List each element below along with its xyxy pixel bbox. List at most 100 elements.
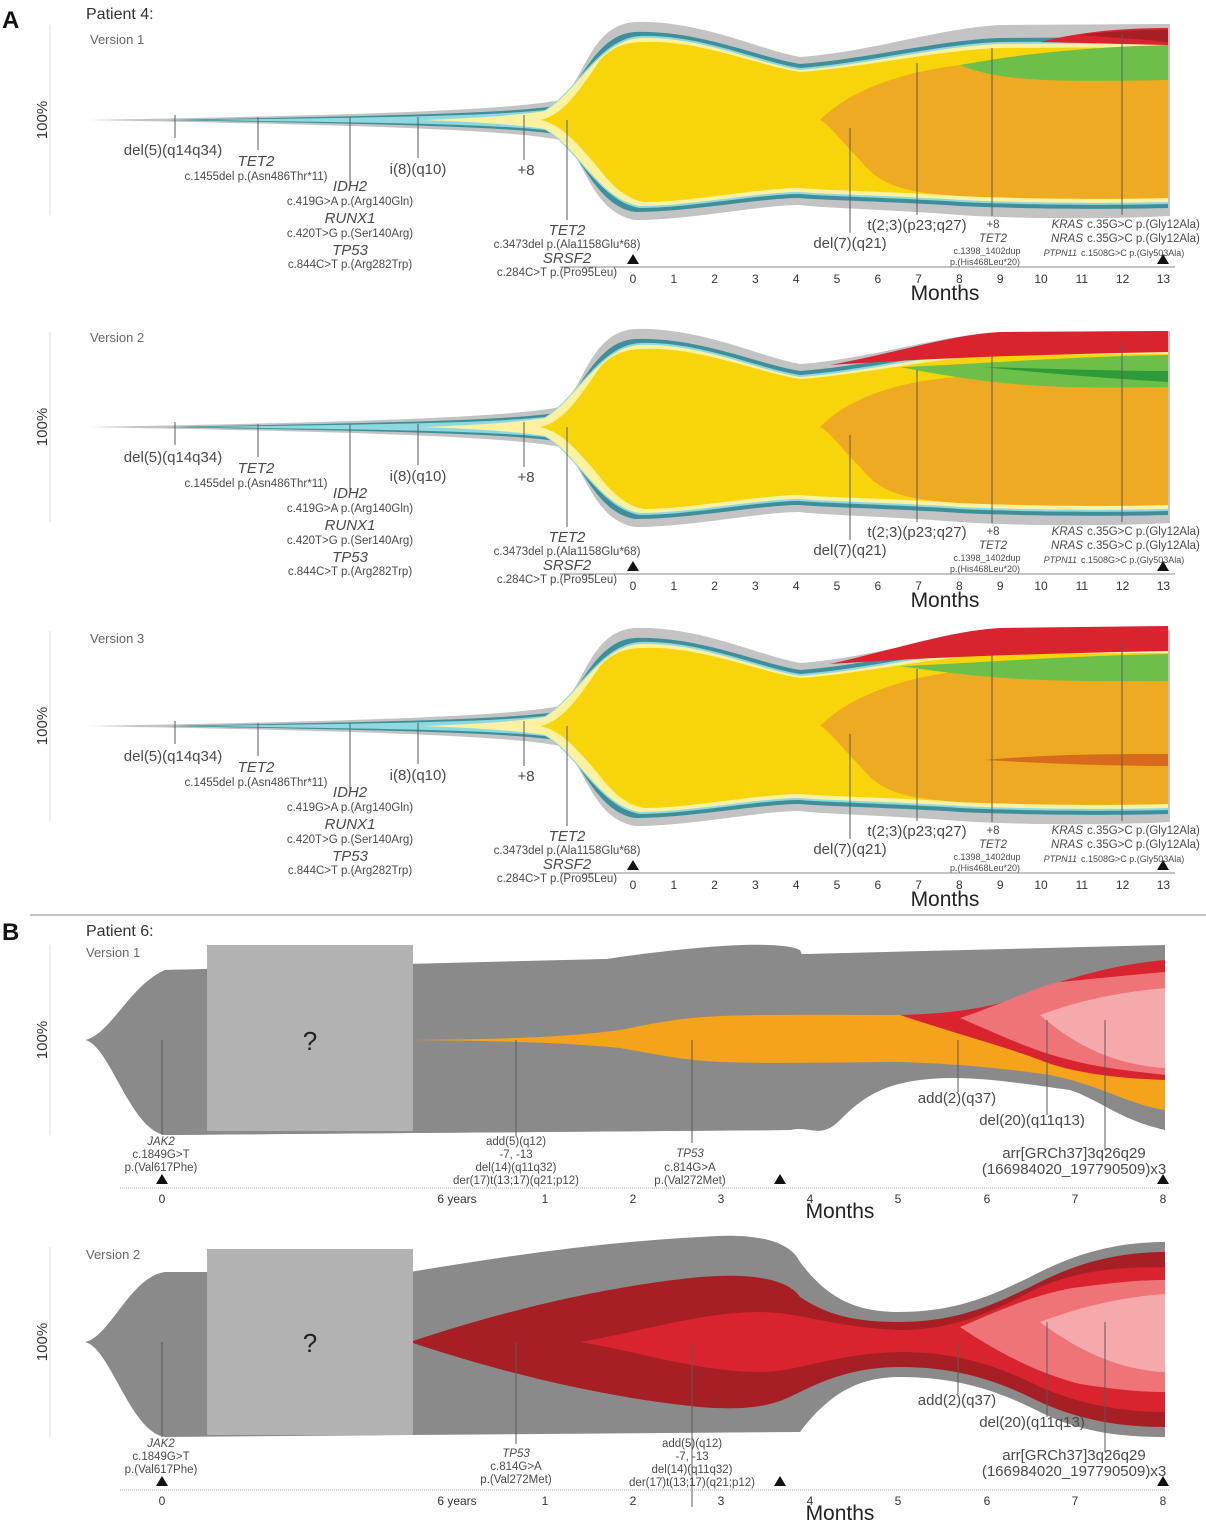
event-i8: i(8)(q10) [390, 161, 447, 178]
gene-tp53: TP53 [332, 549, 369, 566]
variant-tet2: p.(His468Leu*20) [950, 564, 1020, 574]
x-tick-label: 7 [915, 272, 922, 286]
y-axis-label: 100% [34, 101, 51, 139]
variant-tet2: c.3473del p.(Ala1158Glu*68) [494, 845, 641, 857]
panel-a-version-1: Version 1 100% [34, 21, 1170, 220]
event-arr-range: (166984020_197790509)x3 [982, 1161, 1166, 1178]
fish-shape [90, 626, 1170, 826]
sample-timepoint-marker [774, 1174, 786, 1184]
x-tick-label: 7 [1072, 1494, 1079, 1508]
sample-timepoint-marker [627, 561, 639, 571]
event-plus8: +8 [986, 526, 999, 538]
event-del7: del(7)(q21) [813, 542, 886, 559]
event-plus8: +8 [517, 162, 534, 179]
x-tick-label: 2 [711, 579, 718, 593]
x-tick-label: 0 [159, 1192, 166, 1206]
variant-nras: c.35G>C p.(Gly12Ala) [1087, 233, 1200, 245]
x-tick-label: 13 [1157, 579, 1171, 593]
x-tick-label: 1 [670, 878, 677, 892]
gene-tp53: TP53 [332, 848, 369, 865]
variant-tp53: p.(Val272Met) [480, 1474, 552, 1486]
variant-tp53: c.844C>T p.(Arg282Trp) [288, 259, 412, 271]
x-tick-label: 13 [1157, 878, 1171, 892]
gene-tet2: TET2 [549, 222, 586, 239]
variant-tp53: c.814G>A [490, 1461, 542, 1473]
variant-tet2: p.(His468Leu*20) [950, 863, 1020, 873]
x-tick-label: 6 [984, 1192, 991, 1206]
event-del7: del(7)(q21) [813, 235, 886, 252]
gene-tet2: TET2 [238, 460, 275, 477]
x-tick-label: 9 [997, 878, 1004, 892]
gene-tp53: TP53 [676, 1148, 704, 1160]
x-tick-label: 13 [1157, 272, 1171, 286]
x-axis-title: Months [806, 1200, 875, 1223]
panel-b-annotation-layer: JAK2c.1849G>Tp.(Val617Phe)TP53c.814G>Ap.… [120, 1322, 1170, 1525]
x-tick-label: 6 years [437, 1494, 476, 1508]
sample-timepoint-marker [627, 254, 639, 264]
x-tick-label: 1 [542, 1494, 549, 1508]
variant-tet2: c.3473del p.(Ala1158Glu*68) [494, 239, 641, 251]
gene-tet2: TET2 [238, 153, 275, 170]
panel-b-version-1: Version 1 100% ? [34, 944, 1165, 1135]
unknown-period-mark: ? [303, 1328, 317, 1358]
variant-srsf2: c.284C>T p.(Pro95Leu) [497, 873, 617, 885]
variant-srsf2: c.284C>T p.(Pro95Leu) [497, 574, 617, 586]
gene-tet2: TET2 [979, 540, 1008, 552]
variant-tet2: p.(His468Leu*20) [950, 257, 1020, 267]
sample-timepoint-marker [156, 1174, 168, 1184]
event-der17: der(17)t(13;17)(q21;p12) [453, 1175, 579, 1187]
x-tick-label: 2 [630, 1494, 637, 1508]
x-tick-label: 8 [956, 878, 963, 892]
event-add2: add(2)(q37) [918, 1392, 996, 1409]
x-tick-label: 1 [670, 272, 677, 286]
variant-srsf2: c.284C>T p.(Pro95Leu) [497, 267, 617, 279]
x-tick-label: 11 [1076, 579, 1089, 593]
event-add5: add(5)(q12) [486, 1136, 546, 1148]
variant-tet2: c.1455del p.(Asn486Thr*11) [185, 478, 328, 490]
x-axis-title: Months [911, 282, 980, 305]
x-tick-label: 0 [630, 272, 637, 286]
event-arr-3q26q29: arr[GRCh37]3q26q29 [1002, 1447, 1145, 1464]
x-tick-label: 9 [997, 579, 1004, 593]
y-axis-label: 100% [34, 707, 51, 745]
variant-runx1: c.420T>G p.(Ser140Arg) [287, 834, 413, 846]
x-axis-title: Months [806, 1502, 875, 1525]
variant-runx1: c.420T>G p.(Ser140Arg) [287, 228, 413, 240]
variant-tp53: c.844C>T p.(Arg282Trp) [288, 566, 412, 578]
panel-b-annotation-layer: JAK2c.1849G>Tp.(Val617Phe)add(5)(q12)-7,… [120, 1020, 1170, 1223]
x-tick-label: 5 [834, 272, 841, 286]
gene-tp53: TP53 [332, 242, 369, 259]
event-i8: i(8)(q10) [390, 468, 447, 485]
event-del20: del(20)(q11q13) [979, 1112, 1085, 1129]
gene-ptpn11: PTPN11 [1044, 555, 1077, 565]
x-tick-label: 8 [956, 272, 963, 286]
sample-timepoint-marker [156, 1476, 168, 1486]
gene-tet2: TET2 [238, 759, 275, 776]
event-i8: i(8)(q10) [390, 767, 447, 784]
event-del7: del(7)(q21) [813, 841, 886, 858]
event-del5: del(5)(q14q34) [124, 449, 222, 466]
gene-runx1: RUNX1 [325, 517, 376, 534]
event-arr-range: (166984020_197790509)x3 [982, 1463, 1166, 1480]
variant-idh2: c.419G>A p.(Arg140Gln) [287, 196, 413, 208]
x-axis-title: Months [911, 589, 980, 612]
variant-kras: c.35G>C p.(Gly12Ala) [1087, 825, 1200, 837]
version-label: Version 3 [90, 631, 144, 646]
variant-kras: c.35G>C p.(Gly12Ala) [1087, 219, 1200, 231]
variant-tp53: p.(Val272Met) [654, 1175, 726, 1187]
panel-a-version-2: Version 2 100% [34, 328, 1170, 527]
gene-jak2: JAK2 [146, 1136, 175, 1148]
x-tick-label: 12 [1116, 579, 1130, 593]
fish-shape [90, 328, 1170, 527]
x-tick-label: 8 [1160, 1192, 1167, 1206]
x-tick-label: 7 [915, 579, 922, 593]
x-tick-label: 0 [630, 579, 637, 593]
panel-a-letter: A [2, 7, 19, 34]
version-label: Version 1 [90, 32, 144, 47]
x-tick-label: 6 years [437, 1192, 476, 1206]
gene-nras: NRAS [1051, 540, 1083, 552]
variant-ptpn11: c.1508G>C p.(Gly503Ala) [1081, 248, 1184, 258]
x-tick-label: 11 [1076, 272, 1089, 286]
variant-nras: c.35G>C p.(Gly12Ala) [1087, 839, 1200, 851]
